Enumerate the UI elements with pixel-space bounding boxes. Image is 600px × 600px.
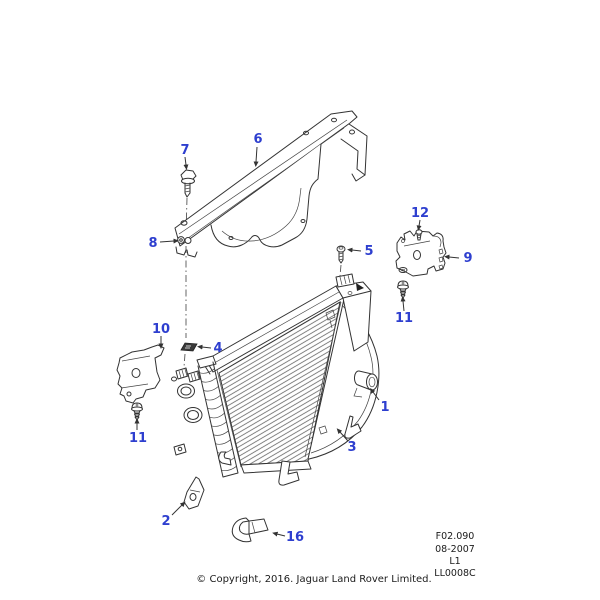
callout-label-10[interactable]: 10 <box>152 322 170 337</box>
callout-11-right: 11 <box>395 296 413 326</box>
callout-label-11-left[interactable]: 11 <box>129 431 147 446</box>
screw-part-5 <box>336 245 346 264</box>
bracket-part-9 <box>395 230 447 277</box>
clip-part-11-right <box>397 280 409 299</box>
callout-label-4[interactable]: 4 <box>213 341 222 356</box>
callout-5: 5 <box>347 244 374 259</box>
callout-16: 16 <box>272 530 304 545</box>
callout-label-12[interactable]: 12 <box>411 206 429 221</box>
bolt-part-7 <box>180 169 197 198</box>
cowl-hanging-flange <box>210 143 322 248</box>
callout-1: 1 <box>370 388 390 415</box>
callout-7: 7 <box>180 143 190 170</box>
callout-3: 3 <box>336 428 357 455</box>
bracket-part-16 <box>231 517 269 543</box>
radiator-part <box>171 285 344 510</box>
figure-code-line-2: 08-2007 <box>435 544 475 555</box>
callout-12: 12 <box>411 206 429 231</box>
callout-2: 2 <box>161 501 186 529</box>
radiator-top-mount-tabs <box>171 367 201 383</box>
callout-label-1[interactable]: 1 <box>380 400 389 415</box>
callout-10: 10 <box>152 322 170 349</box>
callout-9: 9 <box>444 251 473 266</box>
radiator-right-tank <box>335 273 372 352</box>
callout-4: 4 <box>197 341 223 356</box>
figure-code-line-3: L1 <box>449 556 460 567</box>
callout-layer: 1 2 3 4 5 6 7 8 <box>129 132 473 545</box>
figure-code-line-1: F02.090 <box>436 531 475 542</box>
copyright-text: © Copyright, 2016. Jaguar Land Rover Lim… <box>196 574 431 585</box>
figure-code-block: F02.090 08-2007 L1 LL0008C <box>434 531 476 579</box>
callout-label-9[interactable]: 9 <box>463 251 472 266</box>
cowl-right-foot <box>340 123 368 176</box>
cowl-outline <box>174 110 358 247</box>
callout-label-5[interactable]: 5 <box>364 244 373 259</box>
callout-6: 6 <box>253 132 263 167</box>
callout-8: 8 <box>148 236 179 251</box>
clip-part-11-left <box>131 402 143 421</box>
callout-11-left: 11 <box>129 418 147 446</box>
callout-label-2[interactable]: 2 <box>161 514 170 529</box>
radiator-foot-part-2 <box>183 476 205 510</box>
figure-code-line-4: LL0008C <box>434 568 476 579</box>
callout-label-3[interactable]: 3 <box>347 440 356 455</box>
bracket-part-10 <box>116 344 165 404</box>
upper-cowl-part <box>174 110 368 258</box>
callout-label-16[interactable]: 16 <box>286 530 304 545</box>
callout-label-7[interactable]: 7 <box>180 143 189 158</box>
mount-bushing-part-1 <box>353 370 378 398</box>
callout-label-6[interactable]: 6 <box>253 132 262 147</box>
bracket-10-outline <box>116 344 165 404</box>
clip-part-4 <box>180 342 198 352</box>
callout-label-8[interactable]: 8 <box>148 236 157 251</box>
callout-label-11-right[interactable]: 11 <box>395 311 413 326</box>
